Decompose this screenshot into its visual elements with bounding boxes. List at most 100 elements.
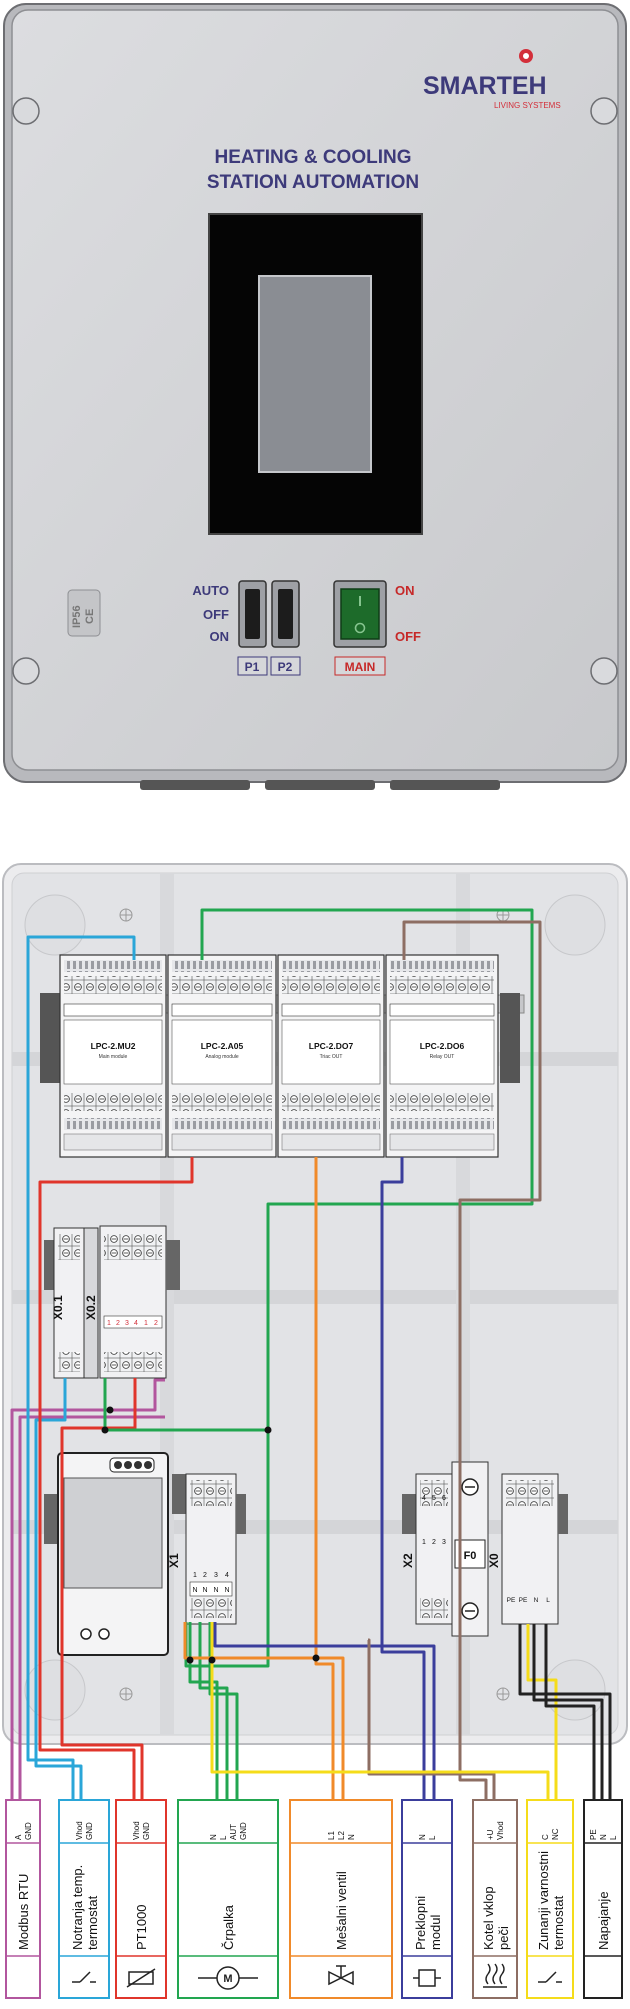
heater-icon <box>483 1963 507 1988</box>
svg-text:N: N <box>224 1587 229 1594</box>
boiler-wire <box>367 1638 496 1815</box>
wire-junction <box>101 1426 109 1434</box>
p1-label: P1 <box>245 660 260 674</box>
screw-icon <box>12 97 40 125</box>
terminal-label: GND <box>239 1822 248 1840</box>
wire-junction <box>312 1654 320 1662</box>
card-border <box>115 1799 167 1999</box>
terminal-label: L <box>609 1835 618 1840</box>
card-border <box>58 1799 110 1999</box>
svg-text:4: 4 <box>422 1495 426 1502</box>
motor-icon: M <box>198 1966 258 1990</box>
terminal-label: GND <box>24 1822 33 1840</box>
main-off-label: OFF <box>395 629 421 644</box>
plc-module-mu2: LPC-2.MU2 Main module <box>59 954 167 1158</box>
valve-wire <box>183 1622 345 1815</box>
wire-junction <box>106 1406 114 1414</box>
x02-label: X0.2 <box>84 1295 98 1320</box>
device-label: peči <box>496 1926 511 1950</box>
svg-text:SMARTEH: SMARTEH <box>423 72 547 100</box>
svg-text:M: M <box>223 1973 232 1985</box>
p1-switch[interactable] <box>238 580 267 648</box>
power-wire <box>544 1624 596 1815</box>
main-on-label: ON <box>395 583 415 598</box>
terminal-label: A <box>14 1834 23 1840</box>
svg-text:CE: CE <box>84 609 96 624</box>
svg-text:4: 4 <box>134 1320 138 1327</box>
f0-label: F0 <box>464 1550 477 1562</box>
svg-text:IP56: IP56 <box>71 605 83 628</box>
plc-module-a05: LPC-2.A05 Analog module <box>167 954 277 1158</box>
terminal-block-x0: X0 PE PE N L <box>487 1473 568 1625</box>
svg-text:2: 2 <box>432 1539 436 1546</box>
terminal-label: PE <box>589 1829 598 1840</box>
screw-icon <box>590 97 618 125</box>
card-border <box>5 1799 41 1999</box>
main-switch[interactable] <box>333 580 387 648</box>
wires <box>10 908 612 1815</box>
p2-switch[interactable] <box>271 580 300 648</box>
terminal-label: +U <box>486 1829 495 1840</box>
device-label: termostat <box>551 1895 566 1950</box>
terminal-label: N <box>209 1834 218 1840</box>
module-name: LPC-2.A05 <box>201 1041 244 1051</box>
pump-wire <box>188 1622 219 1815</box>
module-name: LPC-2.DO6 <box>420 1041 465 1051</box>
svg-text:Analog module: Analog module <box>205 1054 239 1060</box>
power-wire <box>518 1624 612 1815</box>
terminal-label: NC <box>551 1828 560 1840</box>
svg-text:6: 6 <box>442 1495 446 1502</box>
relay-icon <box>413 1969 441 1987</box>
device-label: Mešalni ventil <box>334 1871 349 1950</box>
terminal-block-x01-x02: X0.1 X0.2 1 2 3 4 1 2 <box>44 1225 180 1379</box>
x0-label: X0 <box>487 1553 501 1568</box>
svg-text:3: 3 <box>442 1539 446 1546</box>
device-label: Kotel vklop <box>481 1886 496 1950</box>
plc-module-do7: LPC-2.DO7 Triac OUT <box>277 954 385 1158</box>
svg-text:1: 1 <box>422 1539 426 1546</box>
wire-junction <box>208 1656 216 1664</box>
switch-auto-label: AUTO <box>192 583 229 598</box>
terminal-label: N <box>599 1834 608 1840</box>
terminal-label: L <box>219 1835 228 1840</box>
switch-module-wire <box>380 1157 426 1815</box>
ce-ip-rating: IP56 CE <box>67 589 101 637</box>
svg-text:1: 1 <box>144 1320 148 1327</box>
main-label: MAIN <box>345 660 376 674</box>
touch-screen[interactable] <box>258 275 372 473</box>
device-label: PT1000 <box>134 1904 149 1950</box>
wire-junction <box>264 1426 272 1434</box>
terminal-label: C <box>541 1834 550 1840</box>
module-name: LPC-2.DO7 <box>309 1041 354 1051</box>
svg-text:N: N <box>213 1587 218 1594</box>
svg-text:4: 4 <box>225 1572 229 1579</box>
valve-icon <box>328 1965 354 1986</box>
safety-wire <box>210 1622 550 1815</box>
switch-on-label: ON <box>210 629 230 644</box>
terminal-label: N <box>347 1834 356 1840</box>
switch-icon <box>72 1971 96 1983</box>
terminal-label: Vhod <box>132 1821 141 1840</box>
svg-text:PE: PE <box>507 1597 516 1604</box>
terminal-label: GND <box>85 1822 94 1840</box>
sensor-icon <box>126 1968 156 1988</box>
device-label: Napajanje <box>596 1891 611 1950</box>
svg-text:2: 2 <box>154 1320 158 1327</box>
card-border <box>526 1799 574 1999</box>
svg-text:L: L <box>546 1597 550 1604</box>
switch-off-label: OFF <box>203 607 229 622</box>
svg-text:PE: PE <box>519 1597 528 1604</box>
svg-text:3: 3 <box>125 1320 129 1327</box>
svg-text:N: N <box>534 1597 539 1604</box>
terminal-label: AUT <box>229 1824 238 1840</box>
plc-module-do6: LPC-2.DO6 Relay OUT <box>385 954 499 1158</box>
fuse-f0: F0 <box>451 1461 489 1637</box>
